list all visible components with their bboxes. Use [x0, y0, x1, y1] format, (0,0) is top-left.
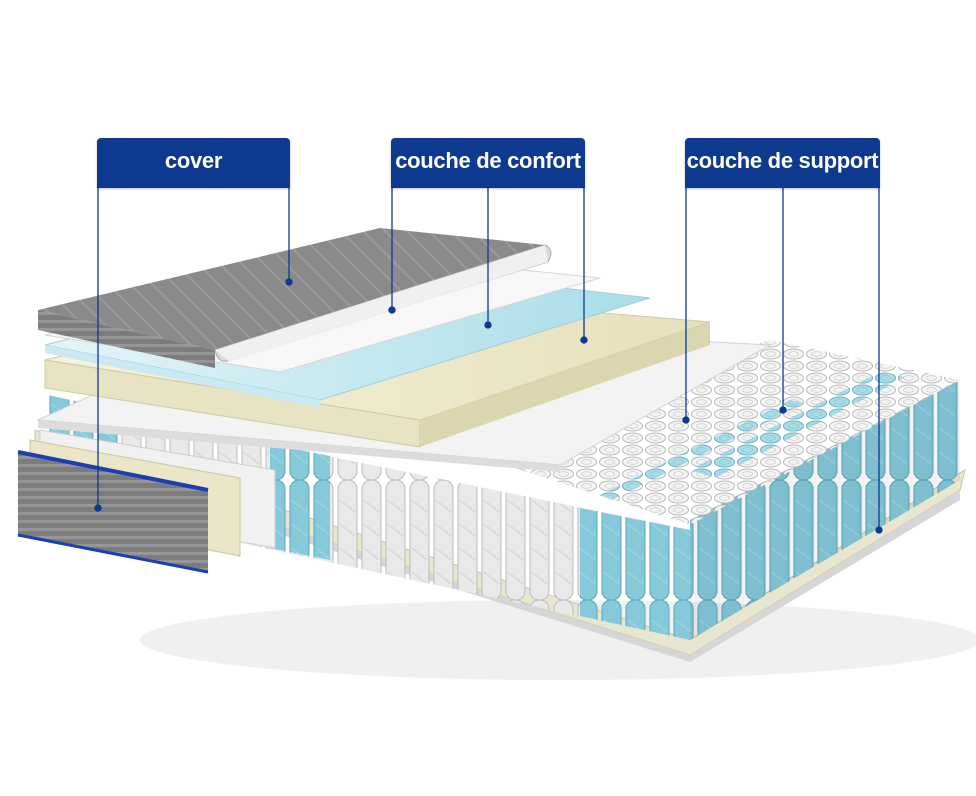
- leader-comfort-right-dot: [580, 336, 588, 344]
- leader-comfort-mid-dot: [484, 321, 492, 329]
- cutaway-cover-binding: [17, 450, 209, 492]
- coil-front-blue-band: [580, 508, 690, 640]
- coil-top: [430, 340, 960, 525]
- leader-lines: [94, 188, 883, 534]
- coil-top-blue-band: [690, 372, 905, 478]
- coil-side-right: [690, 380, 960, 640]
- label-comfort-layer: couche de confort: [391, 138, 585, 188]
- comfort-foam-edge: [45, 345, 320, 408]
- coil-top-blue-band-2: [600, 400, 805, 500]
- memory-foam-side: [420, 322, 710, 447]
- leader-cover-left-dot: [94, 504, 102, 512]
- coil-side-right-shade: [690, 380, 960, 640]
- cover-edge: [38, 310, 215, 368]
- cover-top: [38, 228, 545, 350]
- leader-support-mid-dot: [779, 406, 787, 414]
- leader-cover-right-dot: [285, 278, 293, 286]
- label-cover: cover: [97, 138, 290, 188]
- cover-inner-white: [215, 245, 548, 362]
- cutaway-cover-binding-bottom: [17, 533, 209, 574]
- leader-support-right-dot: [875, 526, 883, 534]
- leader-support-left-dot: [682, 416, 690, 424]
- support-sheet-edge: [38, 420, 560, 472]
- label-support-layer: couche de support: [685, 138, 880, 188]
- floor-shadow: [140, 600, 976, 680]
- coil-front-blue-band-2: [270, 444, 330, 560]
- leader-comfort-left-dot: [388, 306, 396, 314]
